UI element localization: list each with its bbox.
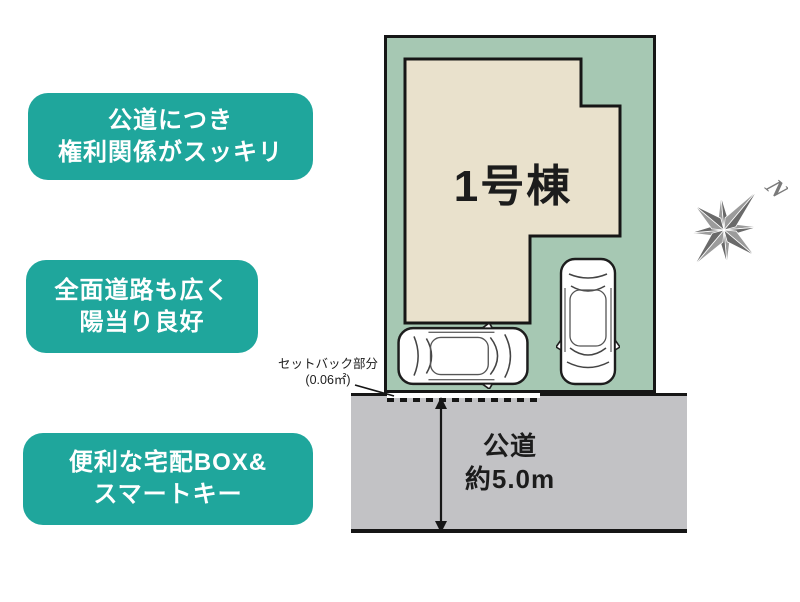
- car-top-view-horizontal: [395, 321, 531, 394]
- setback-strip: [387, 393, 540, 398]
- building-footprint: [403, 57, 623, 326]
- callout-text-line: 公道につき: [108, 106, 233, 134]
- building-label: 1号棟: [453, 162, 573, 211]
- setback-dashed-line: [387, 398, 540, 402]
- callout-text-line: 権利関係がスッキリ: [58, 138, 283, 166]
- callout-box-public-road: 公道につき 権利関係がスッキリ: [28, 93, 313, 180]
- building-outline: [403, 57, 622, 325]
- road-label-line2: 約5.0m: [464, 463, 556, 494]
- car-top-view-vertical: [554, 256, 622, 392]
- callout-box-wide-road: 全面道路も広く 陽当り良好: [26, 260, 258, 353]
- setback-label: セットバック部分 (0.06㎡): [272, 357, 384, 388]
- road-edge-line: [540, 393, 687, 396]
- callout-text-line: 陽当り良好: [79, 308, 205, 336]
- public-road: [351, 393, 687, 533]
- road-width-arrow: [435, 397, 447, 533]
- road-edge-line: [351, 393, 388, 396]
- setback-label-line2: (0.06㎡): [305, 372, 351, 387]
- callout-text-line: 全面道路も広く: [54, 276, 230, 304]
- callout-text-line: 便利な宅配BOX&: [68, 449, 268, 477]
- road-label-line1: 公道: [482, 431, 537, 461]
- road-width-label: 公道 約5.0m: [445, 430, 575, 495]
- compass-rose: N: [690, 174, 788, 266]
- callout-text-line: スマートキー: [93, 481, 243, 508]
- compass-north-label: N: [759, 174, 788, 204]
- setback-label-line1: セットバック部分: [277, 357, 378, 371]
- setback-leader-line: [354, 384, 395, 397]
- compass-cardinal-points: [694, 189, 758, 266]
- callout-box-delivery-box: 便利な宅配BOX& スマートキー: [23, 433, 313, 525]
